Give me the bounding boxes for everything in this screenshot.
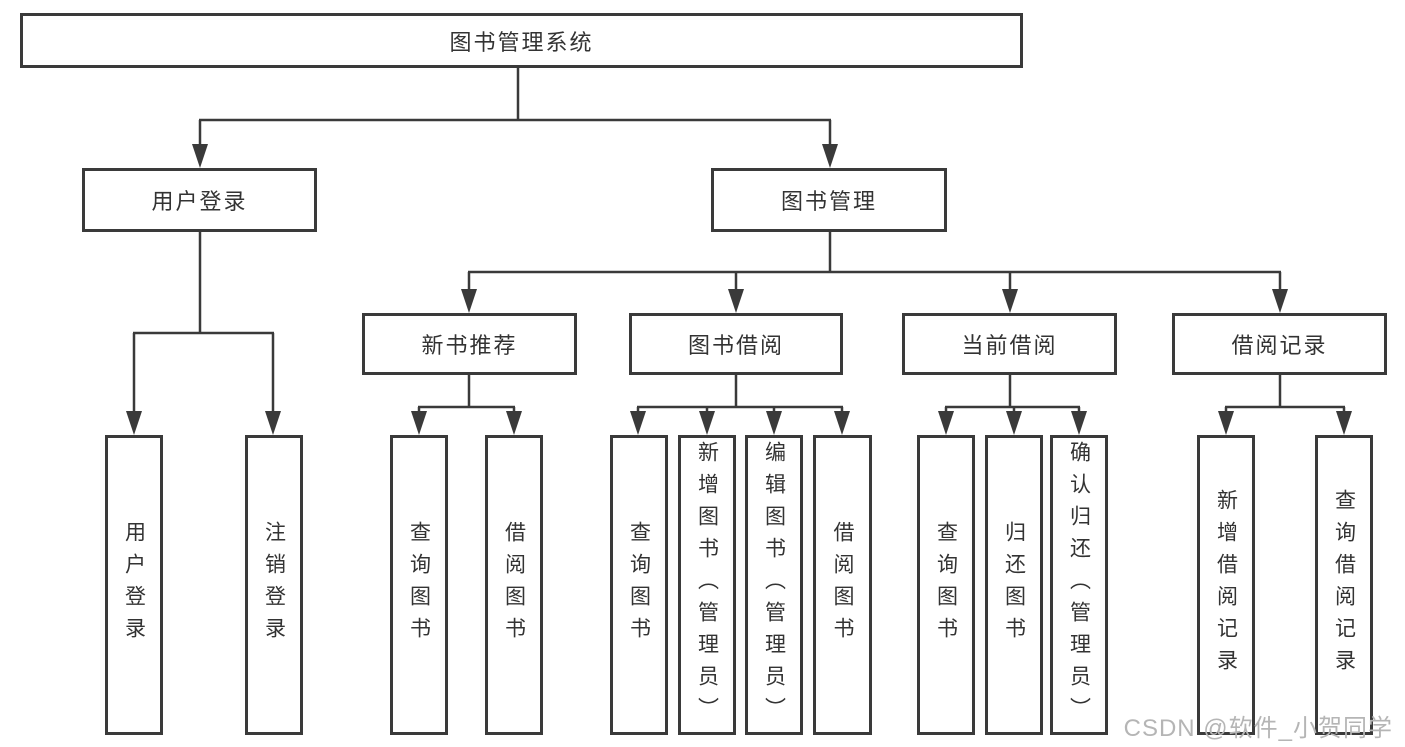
node-borrowing-records: 借阅记录 [1172, 313, 1387, 375]
leaf-query-books: 查询图书 [917, 435, 975, 735]
node-user-login: 用户登录 [82, 168, 317, 232]
node-label: 图书借阅 [687, 333, 784, 358]
node-library-management-system: 图书管理系统 [20, 13, 1023, 68]
leaf-user-login: 用户登录 [105, 435, 163, 735]
leaf-query-borrow-record: 查询借阅记录 [1315, 435, 1373, 735]
node-label: 当前借阅 [961, 333, 1058, 358]
leaf-borrow-books: 借阅图书 [485, 435, 543, 735]
leaf-edit-books-admin: 编辑图书（管理员） [745, 435, 803, 735]
leaf-add-books-admin: 新增图书（管理员） [678, 435, 736, 735]
leaf-confirm-return-admin: 确认归还（管理员） [1050, 435, 1108, 735]
node-label: 图书管理系统 [449, 29, 594, 55]
leaf-query-books: 查询图书 [390, 435, 448, 735]
leaf-borrow-books: 借阅图书 [813, 435, 872, 735]
node-label: 新书推荐 [421, 333, 518, 358]
node-label: 用户登录 [151, 189, 248, 214]
node-book-borrowing: 图书借阅 [629, 313, 843, 375]
leaf-logout: 注销登录 [245, 435, 303, 735]
node-book-management: 图书管理 [711, 168, 947, 232]
node-current-borrowing: 当前借阅 [902, 313, 1117, 375]
node-label: 借阅记录 [1231, 333, 1328, 358]
leaf-query-books: 查询图书 [610, 435, 668, 735]
csdn-watermark: CSDN @软件_小贺同学 [1123, 715, 1393, 742]
node-label: 图书管理 [780, 189, 877, 214]
node-new-book-recommendation: 新书推荐 [362, 313, 577, 375]
leaf-return-books: 归还图书 [985, 435, 1043, 735]
leaf-add-borrow-record: 新增借阅记录 [1197, 435, 1255, 735]
